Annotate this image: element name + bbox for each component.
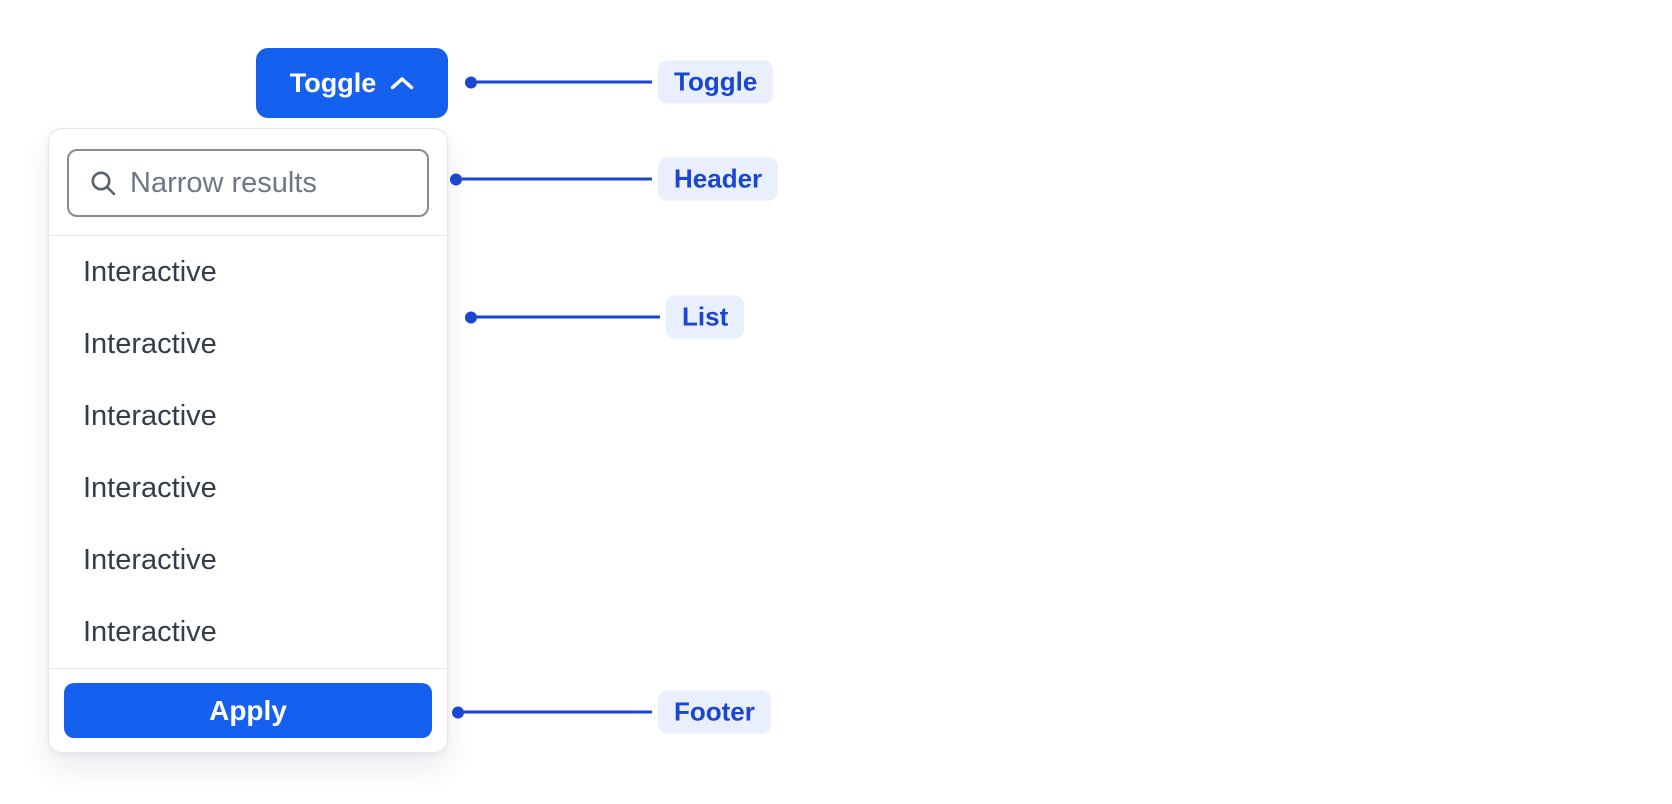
annotation-label-toggle: Toggle [658, 60, 774, 104]
apply-button[interactable]: Apply [64, 683, 432, 738]
annotation-label-footer: Footer [658, 690, 771, 734]
dropdown-panel: Interactive Interactive Interactive Inte… [48, 128, 448, 753]
annotation-line [462, 177, 652, 181]
annotation-line [477, 315, 660, 319]
chevron-up-icon [390, 77, 414, 90]
annotation-label-list: List [666, 295, 745, 339]
list-item[interactable]: Interactive [83, 327, 217, 360]
toggle-button[interactable]: Toggle [256, 48, 448, 118]
annotation-dot [465, 311, 477, 323]
annotation-list: List [465, 295, 745, 339]
toggle-button-label: Toggle [289, 67, 377, 98]
list-item[interactable]: Interactive [83, 615, 217, 648]
list-item[interactable]: Interactive [83, 399, 217, 432]
annotation-footer: Footer [452, 690, 771, 734]
list-item[interactable]: Interactive [83, 255, 217, 288]
dropdown-header [49, 129, 447, 236]
search-input[interactable] [130, 166, 411, 200]
search-box[interactable] [67, 149, 429, 217]
annotation-header: Header [450, 157, 779, 201]
search-icon [91, 171, 116, 195]
list-item[interactable]: Interactive [83, 471, 217, 504]
annotation-line [464, 710, 652, 714]
annotation-dot [452, 706, 464, 718]
annotation-dot [450, 173, 462, 185]
list-item[interactable]: Interactive [83, 543, 217, 576]
annotation-toggle: Toggle [465, 60, 774, 104]
dropdown-list: Interactive Interactive Interactive Inte… [49, 236, 447, 668]
dropdown-footer: Apply [49, 668, 447, 752]
annotation-label-header: Header [658, 157, 779, 201]
annotation-line [477, 80, 652, 84]
annotation-dot [465, 76, 477, 88]
